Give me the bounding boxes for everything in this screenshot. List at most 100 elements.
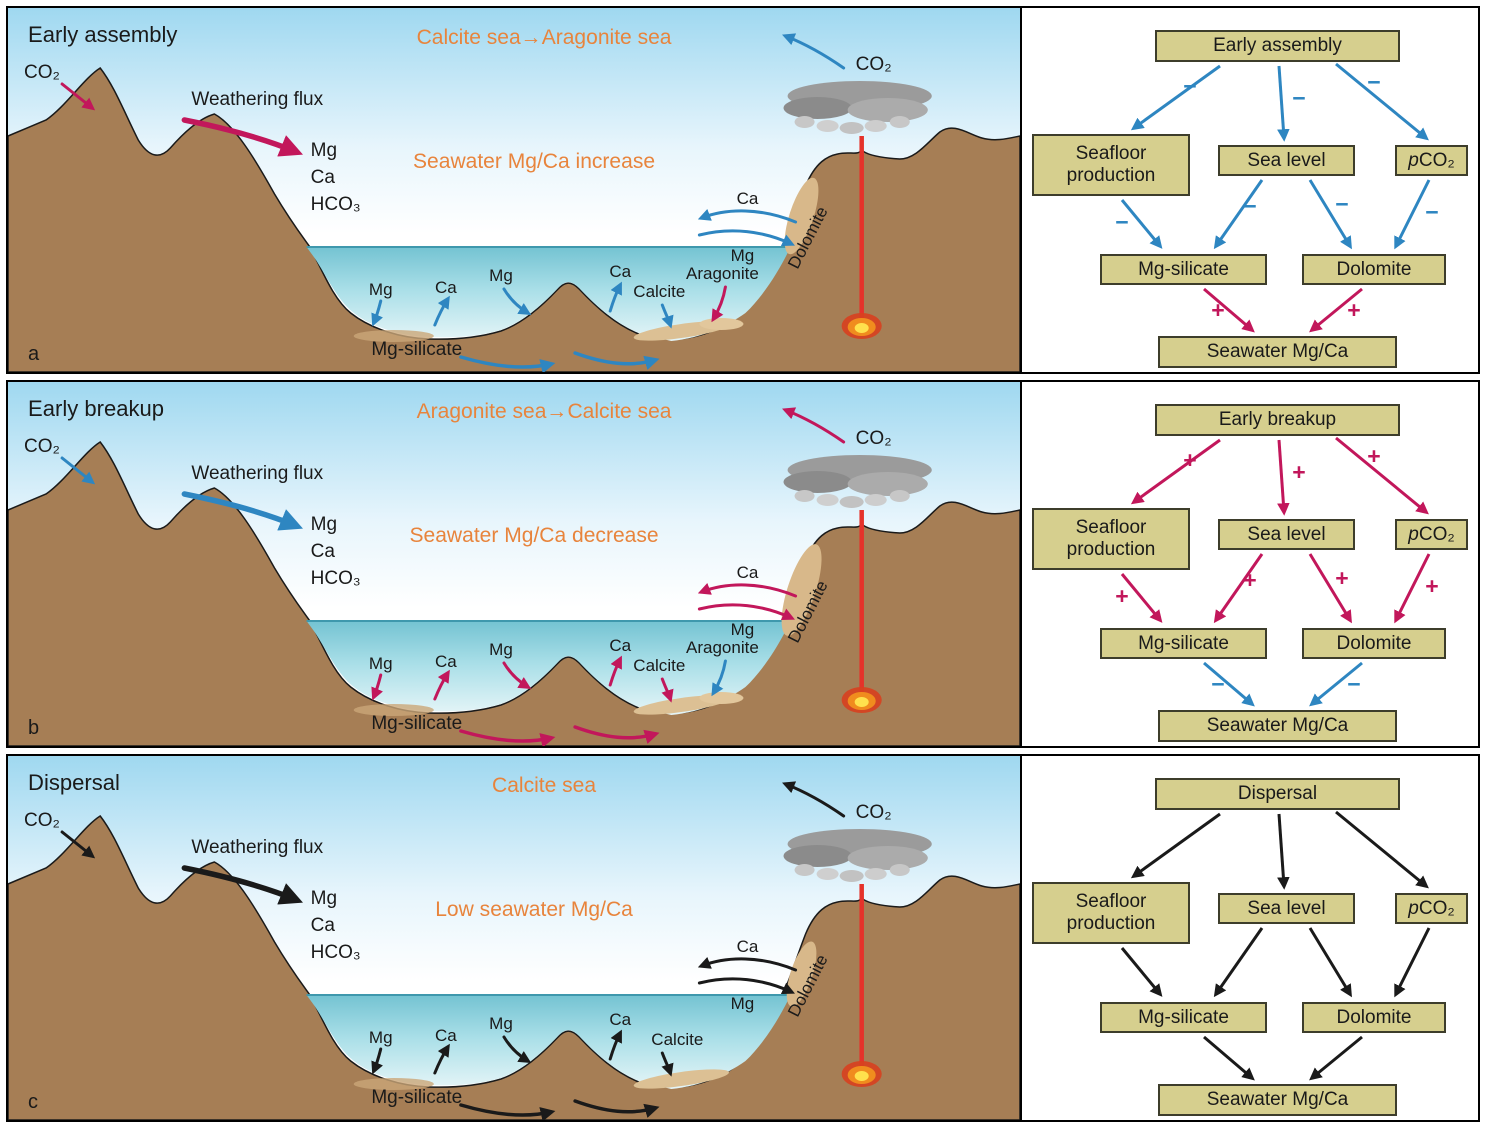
panel-title: Dispersal: [28, 770, 120, 795]
floor-ca2-label: Ca: [609, 262, 631, 281]
ca-exchange-arrow: [697, 208, 798, 224]
ion-mg-label: Mg: [311, 514, 337, 535]
pco2-box: pCO₂: [1395, 893, 1468, 924]
co2-right-label: CO₂: [856, 428, 892, 449]
floor-ca1-arrow: [433, 1043, 450, 1075]
bottom-current-arrow-1: [459, 355, 556, 372]
mg-exchange-arrow: [697, 977, 795, 995]
arrow-pco2-dolomite: [1394, 553, 1431, 624]
sign-mid-3: +: [1335, 565, 1348, 591]
floor-ca1-label: Ca: [435, 278, 457, 297]
weathering-flux-arrow: [181, 117, 303, 157]
sign-mid-1: +: [1115, 583, 1128, 609]
panel-title: Early breakup: [28, 396, 164, 421]
sign-upper-1: +: [1183, 447, 1196, 473]
sign-lower-2: −: [1347, 671, 1360, 697]
co2-influx-arrow: [60, 456, 96, 485]
bottom-current-arrow-1: [459, 729, 556, 746]
arrow-pco2-dolomite: [1394, 927, 1431, 998]
exchange-ca-label: Ca: [737, 189, 759, 208]
terrain: [8, 815, 1020, 1120]
arrow-root-pco2: [1335, 436, 1429, 515]
cross-section-illustration: Early assembly Calcite sea→Aragonite sea…: [8, 8, 1022, 372]
floor-mg1-label: Mg: [369, 1028, 393, 1047]
arrow-sealevel-dolomite: [1308, 927, 1352, 998]
seafloor-production-box: Seafloor production: [1032, 882, 1190, 944]
calcite-arrow: [660, 1051, 674, 1077]
seawater-mgca-box: Seawater Mg/Ca: [1158, 336, 1397, 368]
mgca-state-label: Low seawater Mg/Ca: [435, 898, 633, 921]
co2-outgassing-arrow: [782, 33, 846, 70]
cross-section-illustration: Early breakup Aragonite sea→Calcite sea …: [8, 382, 1022, 746]
panel-early-breakup: Early breakup Aragonite sea→Calcite sea …: [6, 380, 1480, 748]
panel-letter: c: [28, 1091, 38, 1113]
cross-section-illustration: Dispersal Calcite sea Low seawater Mg/Ca…: [8, 756, 1022, 1120]
volcanic-cloud: [783, 81, 932, 134]
arrow-sealevel-dolomite: [1308, 553, 1352, 624]
flowchart: Dispersal Seafloor production Sea level …: [1022, 756, 1478, 1120]
exchange-ca-label: Ca: [737, 563, 759, 582]
sea-state-label: Aragonite sea→Calcite sea: [417, 400, 672, 423]
terrain: [8, 441, 1020, 746]
sea-level-box: Sea level: [1218, 145, 1355, 176]
arrow-sealevel-mgsilicate: [1213, 553, 1264, 624]
floor-ca1-arrow: [433, 295, 450, 327]
floor-ca2-arrow: [608, 655, 622, 687]
flowchart-root-box: Early breakup: [1155, 404, 1400, 436]
ion-ca-label: Ca: [311, 167, 336, 188]
ion-hco3-label: HCO₃: [311, 942, 361, 963]
arrow-mgsilicate-result: [1203, 661, 1255, 707]
floor-mg2-arrow: [502, 287, 532, 315]
sign-upper-2: +: [1292, 459, 1305, 485]
sign-upper-3: −: [1367, 69, 1380, 95]
co2-left-label: CO₂: [24, 810, 60, 831]
calcite-label: Calcite: [651, 1030, 703, 1049]
arrow-dolomite-result: [1309, 661, 1363, 707]
sign-upper-2: −: [1292, 85, 1305, 111]
floor-mg1-arrow: [371, 299, 384, 327]
weathering-flux-label: Weathering flux: [191, 837, 323, 858]
mg-silicate-box: Mg-silicate: [1100, 1002, 1267, 1033]
ion-ca-label: Ca: [311, 541, 336, 562]
sea-level-box: Sea level: [1218, 519, 1355, 550]
sign-upper-1: −: [1183, 73, 1196, 99]
panel-early-assembly: Early assembly Calcite sea→Aragonite sea…: [6, 6, 1480, 374]
sign-mid-4: −: [1425, 199, 1438, 225]
bottom-current-arrow-2: [573, 725, 660, 744]
seafloor-production-box: Seafloor production: [1032, 134, 1190, 196]
aragonite-label: Aragonite: [686, 638, 759, 657]
seawater-mgca-box: Seawater Mg/Ca: [1158, 1084, 1397, 1116]
arrow-root-seafloor: [1130, 438, 1221, 505]
floor-ca2-arrow: [608, 281, 622, 313]
sea-level-box: Sea level: [1218, 893, 1355, 924]
co2-outgassing-arrow: [782, 781, 846, 818]
co2-right-label: CO₂: [856, 54, 892, 75]
panel-dispersal: Dispersal Calcite sea Low seawater Mg/Ca…: [6, 754, 1480, 1122]
sign-mid-2: −: [1243, 193, 1256, 219]
aragonite-arrow: [711, 659, 727, 697]
floor-ca2-arrow: [608, 1029, 622, 1061]
co2-left-label: CO₂: [24, 62, 60, 83]
calcite-label: Calcite: [633, 656, 685, 675]
co2-influx-arrow: [60, 830, 96, 859]
arrow-sealevel-mgsilicate: [1213, 927, 1264, 998]
arrow-root-seafloor: [1130, 64, 1221, 131]
flowchart-root-box: Dispersal: [1155, 778, 1400, 810]
exchange-mg-label: Mg: [731, 994, 755, 1013]
ion-ca-label: Ca: [311, 915, 336, 936]
flowchart: + + + + + + + − − Early breakup Seafloor…: [1022, 382, 1478, 746]
mg-silicate-label: Mg-silicate: [371, 339, 462, 360]
dolomite-box: Dolomite: [1302, 1002, 1446, 1033]
arrow-seafloor-mgsilicate: [1120, 573, 1163, 623]
dolomite-box: Dolomite: [1302, 254, 1446, 285]
volcanic-cloud: [783, 455, 932, 508]
ion-hco3-label: HCO₃: [311, 194, 361, 215]
floor-mg2-label: Mg: [489, 1014, 513, 1033]
magma-glow: [841, 1061, 882, 1087]
floor-mg2-arrow: [502, 1035, 532, 1063]
arrow-root-pco2: [1335, 810, 1429, 889]
bottom-current-arrow-1: [459, 1103, 556, 1120]
weathering-flux-arrow: [181, 491, 303, 531]
flowchart-root-box: Early assembly: [1155, 30, 1400, 62]
